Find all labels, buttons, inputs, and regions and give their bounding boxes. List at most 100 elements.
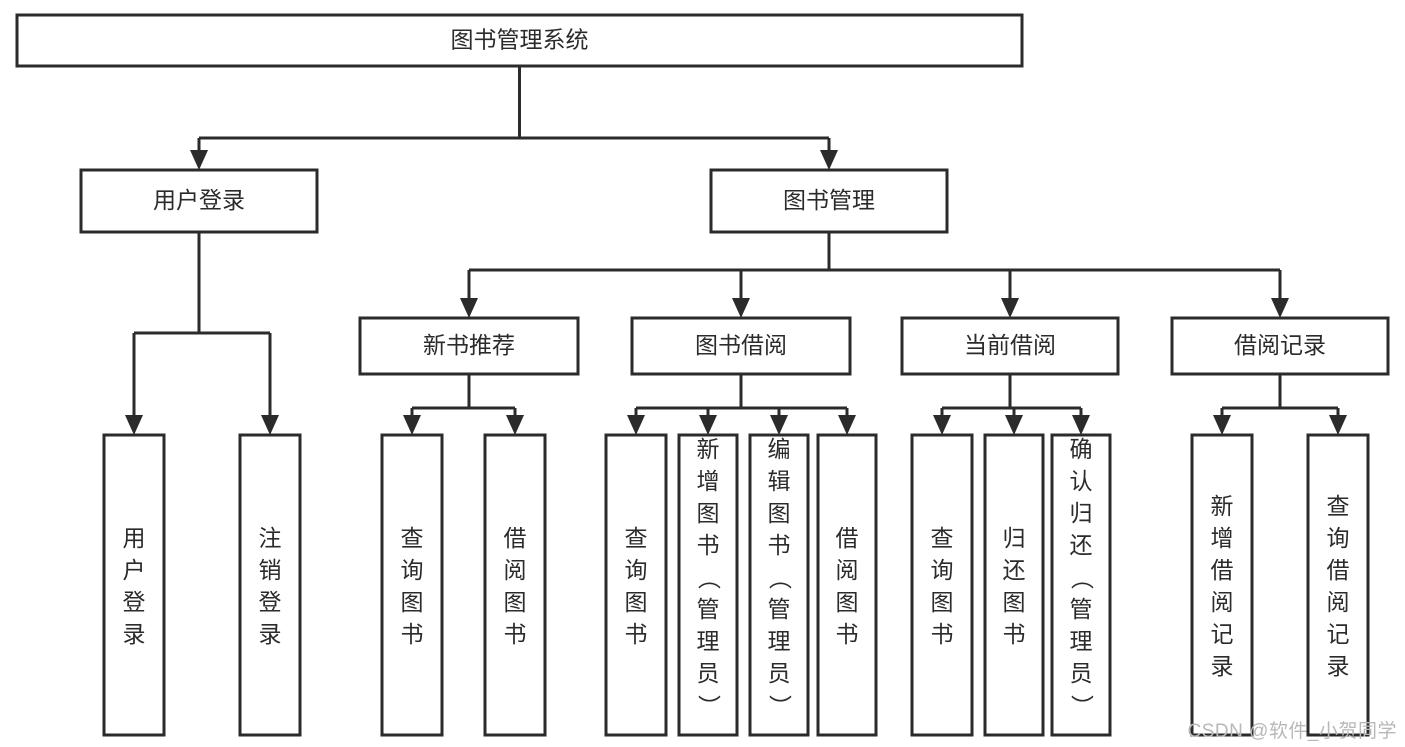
leaf-node-2-label-char: 查 bbox=[401, 525, 424, 551]
arrow-head-icon bbox=[1001, 298, 1019, 318]
leaf-node-1-rect bbox=[238, 433, 302, 737]
leaf-node-1-label-char: 销 bbox=[259, 557, 282, 583]
leaf-node-3-label-char: 阅 bbox=[504, 557, 527, 583]
arrow-head-icon bbox=[1072, 415, 1090, 435]
leaf-node-11-label-char: 增 bbox=[1211, 525, 1234, 551]
leaf-node-10-label-char: 员 bbox=[1070, 660, 1093, 686]
leaf-node-5-label-char: 管 bbox=[697, 596, 720, 622]
leaf-node-5-label-char: 理 bbox=[697, 628, 720, 654]
leaf-node-11-label-char: 记 bbox=[1211, 621, 1234, 647]
leaf-node-11-label-char: 录 bbox=[1211, 653, 1234, 679]
level2-node-1-label: 图书管理 bbox=[783, 187, 875, 213]
arrow-head-icon bbox=[770, 415, 788, 435]
leaf-node-3-rect bbox=[483, 433, 547, 737]
level3-node-1[interactable]: 图书借阅 bbox=[630, 316, 852, 376]
leaf-node-10-label-char: 管 bbox=[1070, 596, 1093, 622]
leaf-node-0-label-char: 录 bbox=[123, 621, 146, 647]
leaf-node-12-label-char: 询 bbox=[1327, 525, 1350, 551]
leaf-node-6-label-char: 辑 bbox=[768, 468, 791, 494]
leaf-node-4-label-char: 查 bbox=[625, 525, 648, 551]
leaf-node-7-label-char: 阅 bbox=[836, 557, 859, 583]
level3-node-0[interactable]: 新书推荐 bbox=[358, 316, 580, 376]
leaf-node-10-label-char: （ bbox=[1069, 567, 1095, 590]
leaf-node-8-label-char: 图 bbox=[931, 589, 954, 615]
arrow-head-icon bbox=[820, 150, 838, 170]
level2-node-1-rect bbox=[709, 168, 949, 234]
leaf-node-8-label-char: 询 bbox=[931, 557, 954, 583]
arrow-head-icon bbox=[1005, 415, 1023, 435]
connector-layer bbox=[125, 66, 1347, 435]
leaf-node-12-label-char: 阅 bbox=[1327, 589, 1350, 615]
arrow-head-icon bbox=[933, 415, 951, 435]
arrow-head-icon bbox=[1271, 298, 1289, 318]
leaf-node-9-label-char: 图 bbox=[1003, 589, 1026, 615]
arrow-head-icon bbox=[1213, 415, 1231, 435]
root-node-rect bbox=[15, 13, 1024, 68]
leaf-node-5-label-char: 员 bbox=[697, 660, 720, 686]
leaf-node-0[interactable]: 用户登录 bbox=[102, 433, 166, 737]
leaf-node-9-label-char: 书 bbox=[1003, 621, 1026, 647]
leaf-node-10-label-char: ） bbox=[1069, 695, 1095, 718]
level2-node-1[interactable]: 图书管理 bbox=[709, 168, 949, 234]
arrow-head-icon bbox=[460, 298, 478, 318]
leaf-node-1-label-char: 注 bbox=[259, 525, 282, 551]
leaf-node-0-label-char: 用 bbox=[123, 525, 146, 551]
leaf-node-8-label-char: 书 bbox=[931, 621, 954, 647]
leaf-node-5-label-char: （ bbox=[696, 567, 722, 590]
leaf-node-6-label-char: 管 bbox=[768, 596, 791, 622]
leaf-node-6-label-char: 图 bbox=[768, 500, 791, 526]
leaf-node-12-rect bbox=[1306, 433, 1370, 737]
leaf-node-12-label-char: 录 bbox=[1327, 653, 1350, 679]
arrow-head-icon bbox=[506, 415, 524, 435]
leaf-node-9-rect bbox=[983, 433, 1045, 737]
leaf-node-10-label-char: 归 bbox=[1070, 500, 1093, 526]
leaf-node-3-label-char: 借 bbox=[504, 525, 527, 551]
leaf-node-0-rect bbox=[102, 433, 166, 737]
node-layer: 图书管理系统用户登录图书管理新书推荐图书借阅当前借阅借阅记录用户登录注销登录查询… bbox=[15, 13, 1390, 737]
level3-node-3-rect bbox=[1170, 316, 1390, 376]
leaf-node-8-label-char: 查 bbox=[931, 525, 954, 551]
level2-node-0-label: 用户登录 bbox=[153, 187, 245, 213]
root-node[interactable]: 图书管理系统 bbox=[15, 13, 1024, 68]
leaf-node-0-label-char: 户 bbox=[123, 557, 146, 583]
level2-node-0[interactable]: 用户登录 bbox=[79, 168, 319, 234]
leaf-node-10-label-char: 认 bbox=[1070, 468, 1093, 494]
leaf-node-3-label-char: 书 bbox=[504, 621, 527, 647]
leaf-node-9-label-char: 还 bbox=[1003, 557, 1026, 583]
leaf-node-6-label-char: （ bbox=[767, 567, 793, 590]
leaf-node-6-label-char: ） bbox=[767, 695, 793, 718]
leaf-node-11-rect bbox=[1190, 433, 1254, 737]
level3-node-3[interactable]: 借阅记录 bbox=[1170, 316, 1390, 376]
leaf-node-6-label-char: 理 bbox=[768, 628, 791, 654]
leaf-node-6-label-char: 书 bbox=[768, 532, 791, 558]
leaf-node-2-rect bbox=[380, 433, 444, 737]
leaf-node-4-label-char: 图 bbox=[625, 589, 648, 615]
leaf-node-9-label-char: 归 bbox=[1003, 525, 1026, 551]
level3-node-1-rect bbox=[630, 316, 852, 376]
leaf-node-4-label-char: 询 bbox=[625, 557, 648, 583]
leaf-node-8-rect bbox=[910, 433, 974, 737]
leaf-node-11-label-char: 阅 bbox=[1211, 589, 1234, 615]
level3-node-2[interactable]: 当前借阅 bbox=[900, 316, 1120, 376]
leaf-node-5-label-char: 新 bbox=[697, 436, 720, 462]
leaf-node-5-label-char: 增 bbox=[697, 468, 720, 494]
leaf-node-5-label-char: ） bbox=[696, 695, 722, 718]
leaf-node-2-label-char: 书 bbox=[401, 621, 424, 647]
watermark-text: CSDN @软件_小贺同学 bbox=[1187, 721, 1397, 742]
level3-node-2-label: 当前借阅 bbox=[964, 332, 1056, 358]
leaf-node-11-label-char: 新 bbox=[1211, 493, 1234, 519]
